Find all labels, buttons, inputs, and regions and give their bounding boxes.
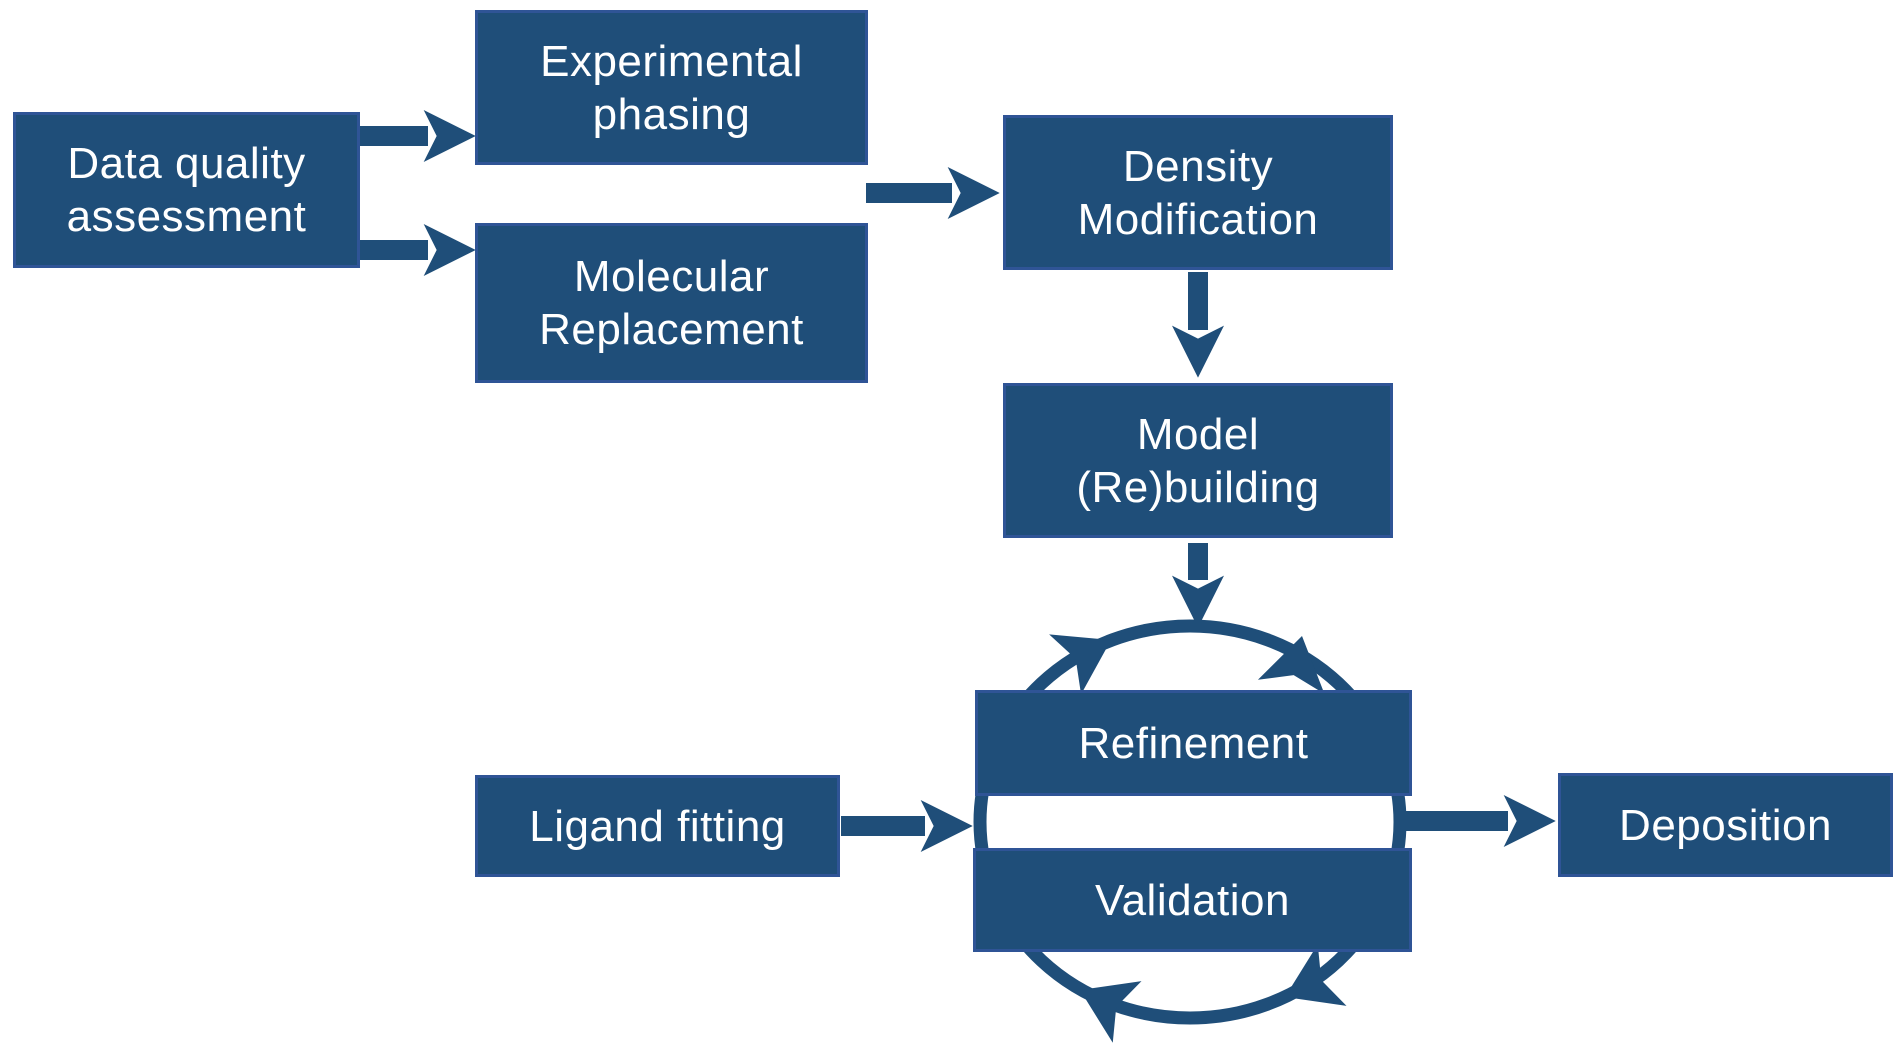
box-ligand-fitting: Ligand fitting: [475, 775, 840, 877]
box-validation-label: Validation: [1095, 875, 1290, 925]
box-experimental-phasing: Experimental phasing: [475, 10, 868, 165]
box-deposition-label: Deposition: [1619, 800, 1832, 850]
box-validation: Validation: [973, 848, 1412, 952]
cycle-arrowhead-top-left: [1049, 634, 1111, 695]
box-molecular-replacement: Molecular Replacement: [475, 223, 868, 383]
box-density-modification: Density Modification: [1003, 115, 1393, 270]
box-density-modification-label: Density Modification: [1077, 141, 1319, 244]
box-refinement: Refinement: [975, 690, 1412, 796]
cycle-arrowhead-bottom-left: [1080, 981, 1142, 1043]
box-ligand-fitting-label: Ligand fitting: [529, 801, 786, 851]
box-deposition: Deposition: [1558, 773, 1893, 877]
box-data-quality-assessment-label: Data quality assessment: [66, 139, 307, 241]
box-refinement-label: Refinement: [1078, 718, 1309, 768]
cycle-ring: [973, 619, 1407, 1025]
box-molecular-replacement-label: Molecular Replacement: [539, 252, 804, 354]
cycle-arrowhead-bottom-right: [1285, 944, 1347, 1006]
box-model-rebuilding: Model (Re)building: [1003, 383, 1393, 538]
box-data-quality-assessment: Data quality assessment: [13, 112, 360, 268]
box-model-rebuilding-label: Model (Re)building: [1076, 409, 1320, 512]
cycle-arrowhead-top-right: [1257, 636, 1325, 694]
box-experimental-phasing-label: Experimental phasing: [540, 36, 803, 139]
